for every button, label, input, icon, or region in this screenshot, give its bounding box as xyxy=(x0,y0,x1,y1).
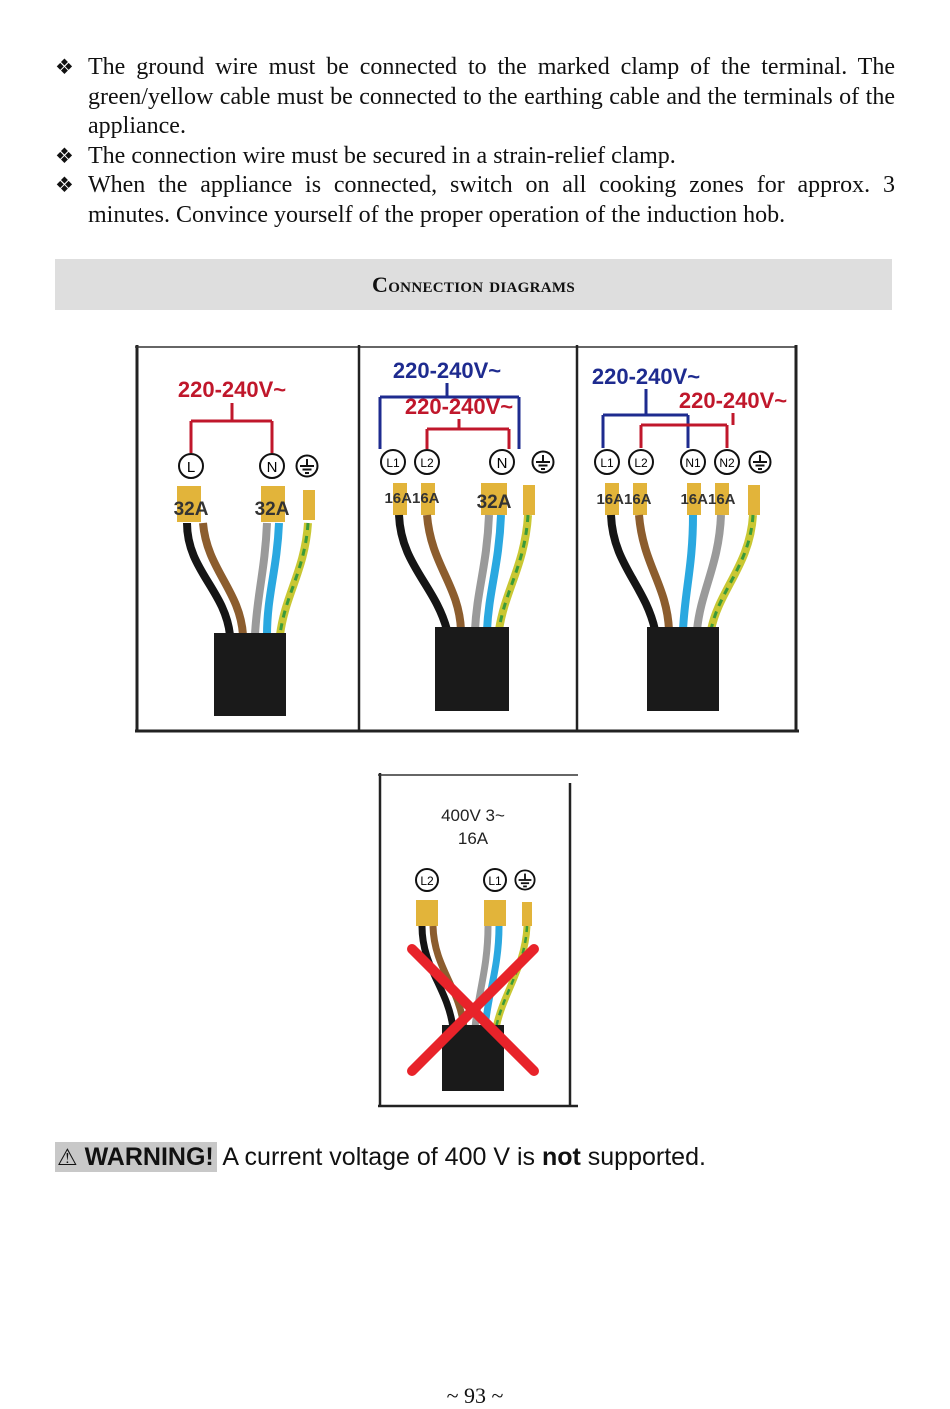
warning-text-end: supported. xyxy=(587,1143,706,1171)
cross-out-icon xyxy=(407,944,539,1076)
instruction-list: ❖ The ground wire must be connected to th… xyxy=(55,53,895,230)
ground-icon xyxy=(295,454,319,478)
section-header: Connection diagrams xyxy=(55,259,892,310)
list-item: ❖ When the appliance is connected, switch… xyxy=(55,171,895,230)
terminal-label: L1 xyxy=(488,874,502,888)
terminal-label: N xyxy=(497,455,508,472)
list-item: ❖ The ground wire must be connected to th… xyxy=(55,53,895,142)
warning-badge: ⚠ WARNING! xyxy=(55,1142,217,1172)
unsupported-400v-diagram: 400V 3~ 16A L2 L1 xyxy=(378,773,580,1109)
list-item: ❖ The connection wire must be secured in … xyxy=(55,142,895,172)
bullet-diamond-icon: ❖ xyxy=(55,55,74,79)
bullet-diamond-icon: ❖ xyxy=(55,143,74,168)
voltage-label: 220-240V~ xyxy=(178,377,286,402)
fuse-label: 16A16A xyxy=(680,491,735,508)
warning-text: A current voltage of 400 V is xyxy=(222,1143,535,1171)
ground-icon xyxy=(531,450,555,474)
warning-notice: ⚠ WARNING! A current voltage of 400 V is… xyxy=(55,1142,706,1172)
terminal-label: L2 xyxy=(420,456,434,470)
voltage-label-outer: 220-240V~ xyxy=(592,364,700,389)
fuse-label: 32A xyxy=(477,492,512,513)
section-title: Connection diagrams xyxy=(372,271,575,297)
terminal-label: L2 xyxy=(634,456,648,470)
bullet-text: When the appliance is connected, switch … xyxy=(88,172,895,228)
page-number: ~ 93 ~ xyxy=(446,1383,504,1408)
diagram-panel-1: 220-240V~ L N 32A 32A xyxy=(174,377,319,716)
warning-triangle-icon: ⚠ xyxy=(57,1144,78,1170)
voltage-label-outer: 220-240V~ xyxy=(393,358,501,383)
diagram-panel-2: 220-240V~ 220-240V~ L1 L2 N 16A16A 32A xyxy=(378,358,555,711)
ground-icon xyxy=(748,450,772,474)
bullet-text: The ground wire must be connected to the… xyxy=(88,54,895,139)
fuse-label: 16A16A xyxy=(596,491,651,508)
current-label: 16A xyxy=(458,829,489,848)
bullet-diamond-icon: ❖ xyxy=(55,173,74,197)
bullet-text: The connection wire must be secured in a… xyxy=(88,142,676,169)
voltage-label-inner: 220-240V~ xyxy=(679,388,787,413)
ground-icon xyxy=(514,869,536,891)
fuse-label: 16A16A xyxy=(384,490,439,507)
warning-emphasis: not xyxy=(541,1143,581,1171)
terminal-label: L1 xyxy=(386,456,400,470)
warning-label: WARNING! xyxy=(84,1143,214,1171)
diagram-panel-3: 220-240V~ 220-240V~ L1 L2 N1 N2 16A16A 1… xyxy=(592,364,787,711)
voltage-label: 400V 3~ xyxy=(441,806,505,825)
terminal-label: L1 xyxy=(600,456,614,470)
terminal-label: N2 xyxy=(719,456,735,470)
fuse-label: 32A xyxy=(174,499,209,520)
terminal-label: L xyxy=(187,459,195,476)
connection-diagrams-figure: 220-240V~ L N 32A 32A 220-240V~ 220-240V… xyxy=(135,345,799,735)
fuse-label: 32A xyxy=(255,499,290,520)
terminal-label: N xyxy=(267,459,278,476)
voltage-label-inner: 220-240V~ xyxy=(405,394,513,419)
terminal-label: N1 xyxy=(685,456,701,470)
terminal-label: L2 xyxy=(420,874,434,888)
